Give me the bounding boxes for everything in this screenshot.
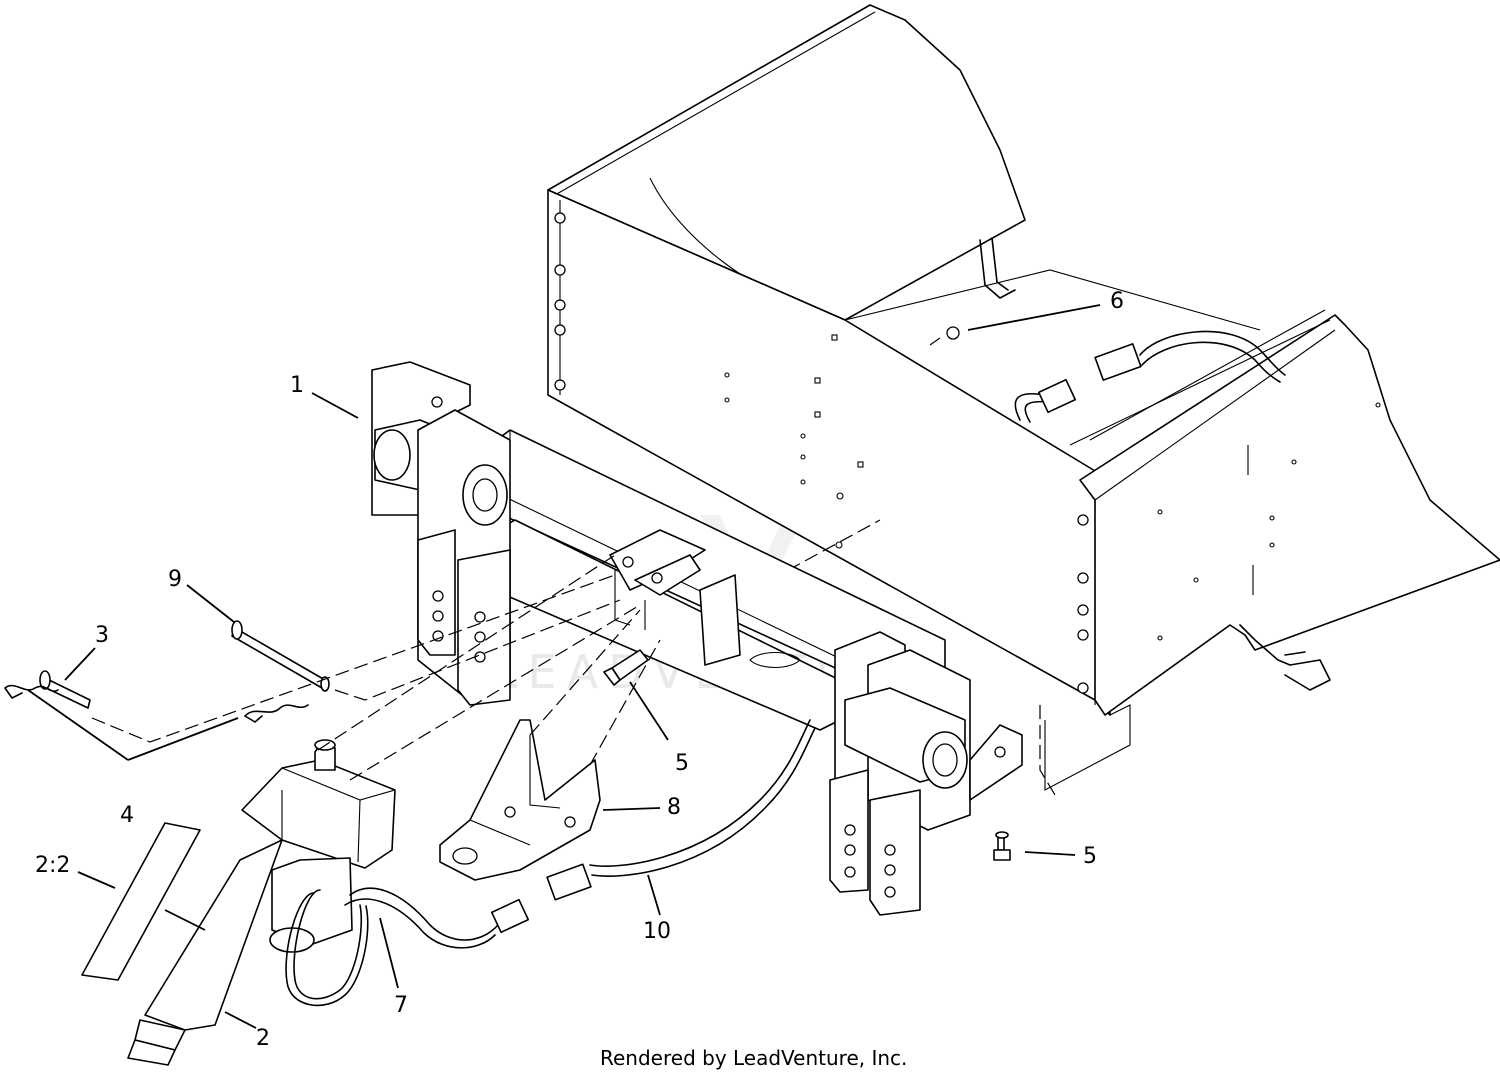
assembly-dash-lines	[91, 554, 661, 781]
callout-9: 9	[168, 567, 182, 592]
hitch-frame-assembly	[371, 361, 1023, 916]
callout-2: 2	[256, 1026, 270, 1051]
callout-3: 3	[95, 623, 109, 648]
callout-5b: 5	[1083, 844, 1097, 869]
callout-1: 1	[290, 373, 304, 398]
callout-5a: 5	[675, 751, 689, 776]
hitch-plate	[439, 719, 601, 881]
callout-10: 10	[643, 919, 671, 944]
callout-8: 8	[667, 795, 681, 820]
pins-and-clips	[4, 620, 330, 723]
upper-wire-harness	[929, 326, 1286, 423]
lower-wire-harness	[285, 719, 816, 1007]
leader-lines	[27, 304, 1101, 1029]
callout-4: 4	[120, 803, 134, 828]
callouts: 1 2 2:2 3 4 5 5 6 7 8 9 10	[35, 289, 1124, 1051]
bolts	[603, 649, 1011, 861]
callout-2-2: 2:2	[35, 853, 70, 878]
callout-7: 7	[394, 993, 408, 1018]
footer-credit: Rendered by LeadVenture, Inc.	[600, 1046, 907, 1070]
callout-6: 6	[1110, 289, 1124, 314]
decal-strip	[81, 822, 201, 981]
deck-frame	[547, 4, 1500, 796]
actuator-assembly	[127, 739, 396, 1066]
